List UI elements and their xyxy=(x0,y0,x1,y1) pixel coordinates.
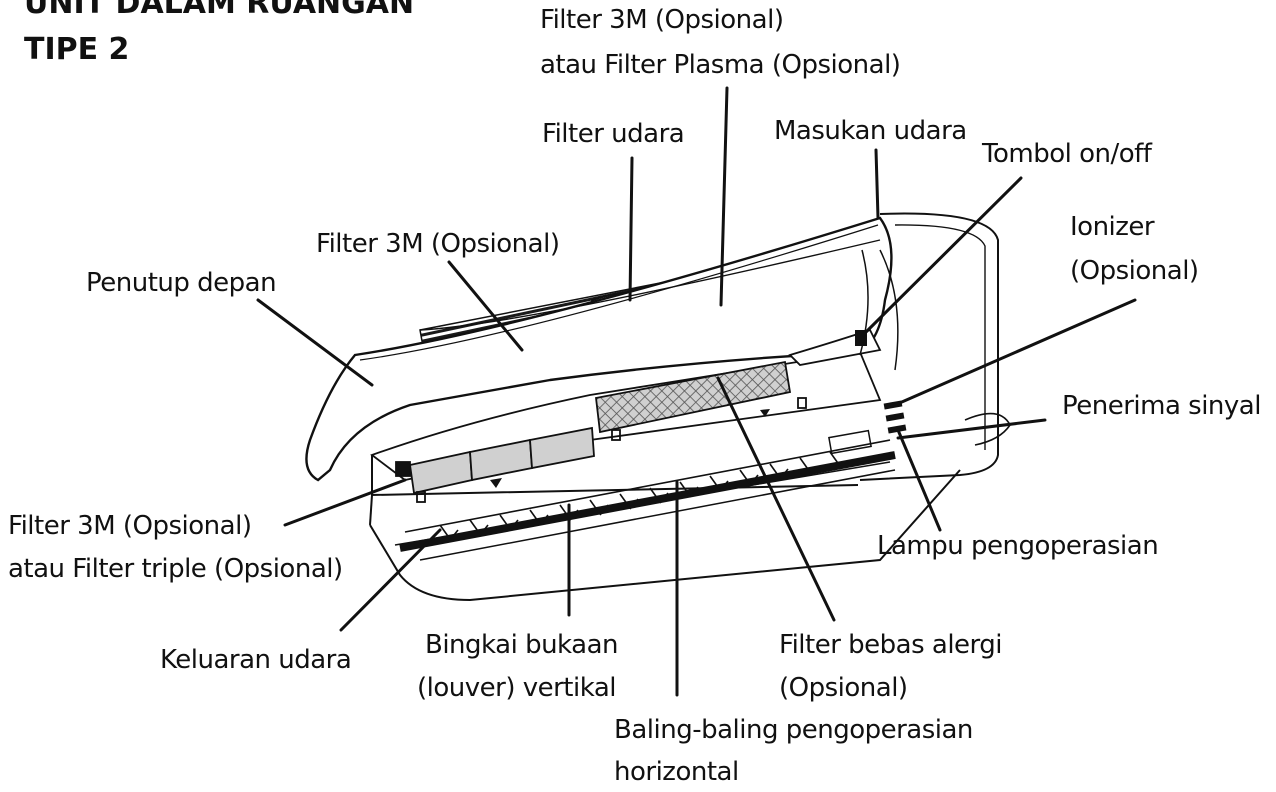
leader-tombol-onoff xyxy=(861,176,1023,337)
leader-lines xyxy=(256,86,1137,697)
leader-filter-alergi xyxy=(716,376,836,622)
label-penerima-sinyal: Penerima sinyal xyxy=(1062,391,1261,421)
filter-latch xyxy=(395,461,411,477)
label-masukan-udara: Masukan udara xyxy=(774,116,967,146)
label-filter-3m-triple-line1: Filter 3M (Opsional) xyxy=(8,511,252,541)
air-outlet xyxy=(399,439,896,552)
label-filter-3m-plasma-line1: Filter 3M (Opsional) xyxy=(540,5,784,35)
label-filter-alergi-line2: (Opsional) xyxy=(779,673,908,703)
label-filter-udara: Filter udara xyxy=(542,119,685,149)
leader-ionizer xyxy=(893,298,1137,407)
label-bingkai-line2: (louver) vertikal xyxy=(417,673,616,703)
allergy-free-filter xyxy=(595,360,792,434)
right-controls xyxy=(788,249,907,455)
inner-panel xyxy=(370,350,882,503)
label-baling-line1: Baling-baling pengoperasian xyxy=(614,715,973,745)
label-filter-3m-plasma-line2: atau Filter Plasma (Opsional) xyxy=(540,50,901,80)
leader-lampu xyxy=(896,428,942,532)
label-keluaran-udara: Keluaran udara xyxy=(160,645,352,675)
label-filter-3m-triple-line2: atau Filter triple (Opsional) xyxy=(8,554,343,584)
label-filter-alergi-line1: Filter bebas alergi xyxy=(779,630,1003,660)
vertical-louvers xyxy=(439,451,841,540)
leader-penutup-depan xyxy=(256,298,374,387)
label-filter-3m-top: Filter 3M (Opsional) xyxy=(316,229,560,259)
signal-receiver xyxy=(885,412,905,422)
label-tombol-onoff: Tombol on/off xyxy=(982,139,1152,169)
diagram-title-line1: UNIT DALAM RUANGAN xyxy=(24,0,415,21)
leader-masukan-udara xyxy=(874,148,880,220)
diagram-title-line2: TIPE 2 xyxy=(24,32,130,67)
label-lampu-pengoperasian: Lampu pengoperasian xyxy=(877,531,1159,561)
label-ionizer-line2: (Opsional) xyxy=(1070,256,1199,286)
label-bingkai-line1: Bingkai bukaan xyxy=(425,630,619,660)
unit-right-housing xyxy=(859,212,999,481)
leader-filter-plasma xyxy=(719,86,729,307)
label-baling-line2: horizontal xyxy=(614,757,739,787)
leader-filter-3m-top xyxy=(447,260,524,352)
leader-filter-triple xyxy=(283,478,407,527)
leader-filter-udara xyxy=(628,156,634,302)
lower-chassis xyxy=(369,469,961,602)
leader-penerima-sinyal xyxy=(896,418,1047,440)
label-ionizer-line1: Ionizer xyxy=(1070,212,1155,242)
label-penutup-depan: Penutup depan xyxy=(86,268,277,298)
leader-keluaran-udara xyxy=(339,528,442,632)
